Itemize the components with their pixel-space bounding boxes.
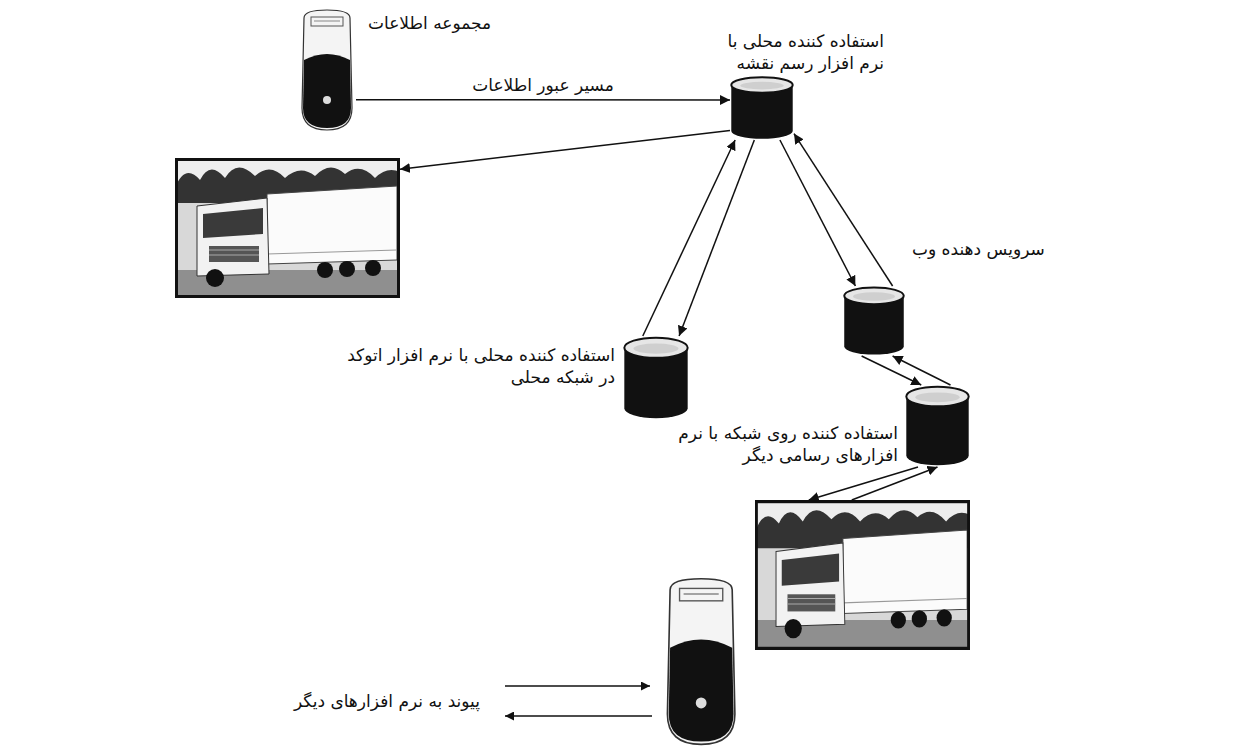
note-label: پیوند به نرم افزارهای دیگر <box>292 690 482 712</box>
flow-arrow <box>862 356 922 385</box>
flow-arrow <box>400 130 730 169</box>
database-cylinder: استفاده کننده روی شبکه با نرم افزارهای ر… <box>905 385 970 467</box>
link-arrow <box>505 685 650 687</box>
node-label: سرویس دهنده وب <box>912 238 1112 260</box>
flow-arrow <box>893 356 951 385</box>
database-cylinder: سرویس دهنده وب <box>843 286 905 356</box>
flow-arrow <box>780 140 855 286</box>
flow-arrow <box>794 134 893 286</box>
node-label: استفاده کننده محلی با نرم افزار رسم نقشه <box>719 30 884 74</box>
truck-photo <box>755 500 970 650</box>
database-cylinder-outline <box>623 336 689 420</box>
device-icon <box>667 579 735 745</box>
edge-label: مسیر عبور اطلاعات <box>470 74 616 96</box>
database-cylinder-outline <box>843 286 905 356</box>
truck-photo-outline <box>175 158 400 298</box>
flow-arrow <box>852 467 938 500</box>
database-cylinder: استفاده کننده محلی با نرم افزار اتوکد در… <box>623 336 689 420</box>
database-cylinder-outline <box>730 76 794 140</box>
flow-arrow <box>356 99 730 101</box>
link-arrow <box>505 715 652 717</box>
database-cylinder: استفاده کننده محلی با نرم افزار رسم نقشه <box>730 76 794 140</box>
database-cylinder-outline <box>905 385 970 467</box>
truck-photo-outline <box>755 500 970 650</box>
node-label: استفاده کننده روی شبکه با نرم افزارهای ر… <box>658 422 898 466</box>
device-icon-outline <box>298 8 356 132</box>
flow-arrow <box>679 140 754 336</box>
device-icon: مجموعه اطلاعات <box>298 8 356 132</box>
node-label: استفاده کننده محلی با نرم افزار اتوکد در… <box>335 344 615 388</box>
node-label: مجموعه اطلاعات <box>368 12 528 34</box>
flow-arrow <box>643 140 735 336</box>
truck-photo <box>175 158 400 298</box>
